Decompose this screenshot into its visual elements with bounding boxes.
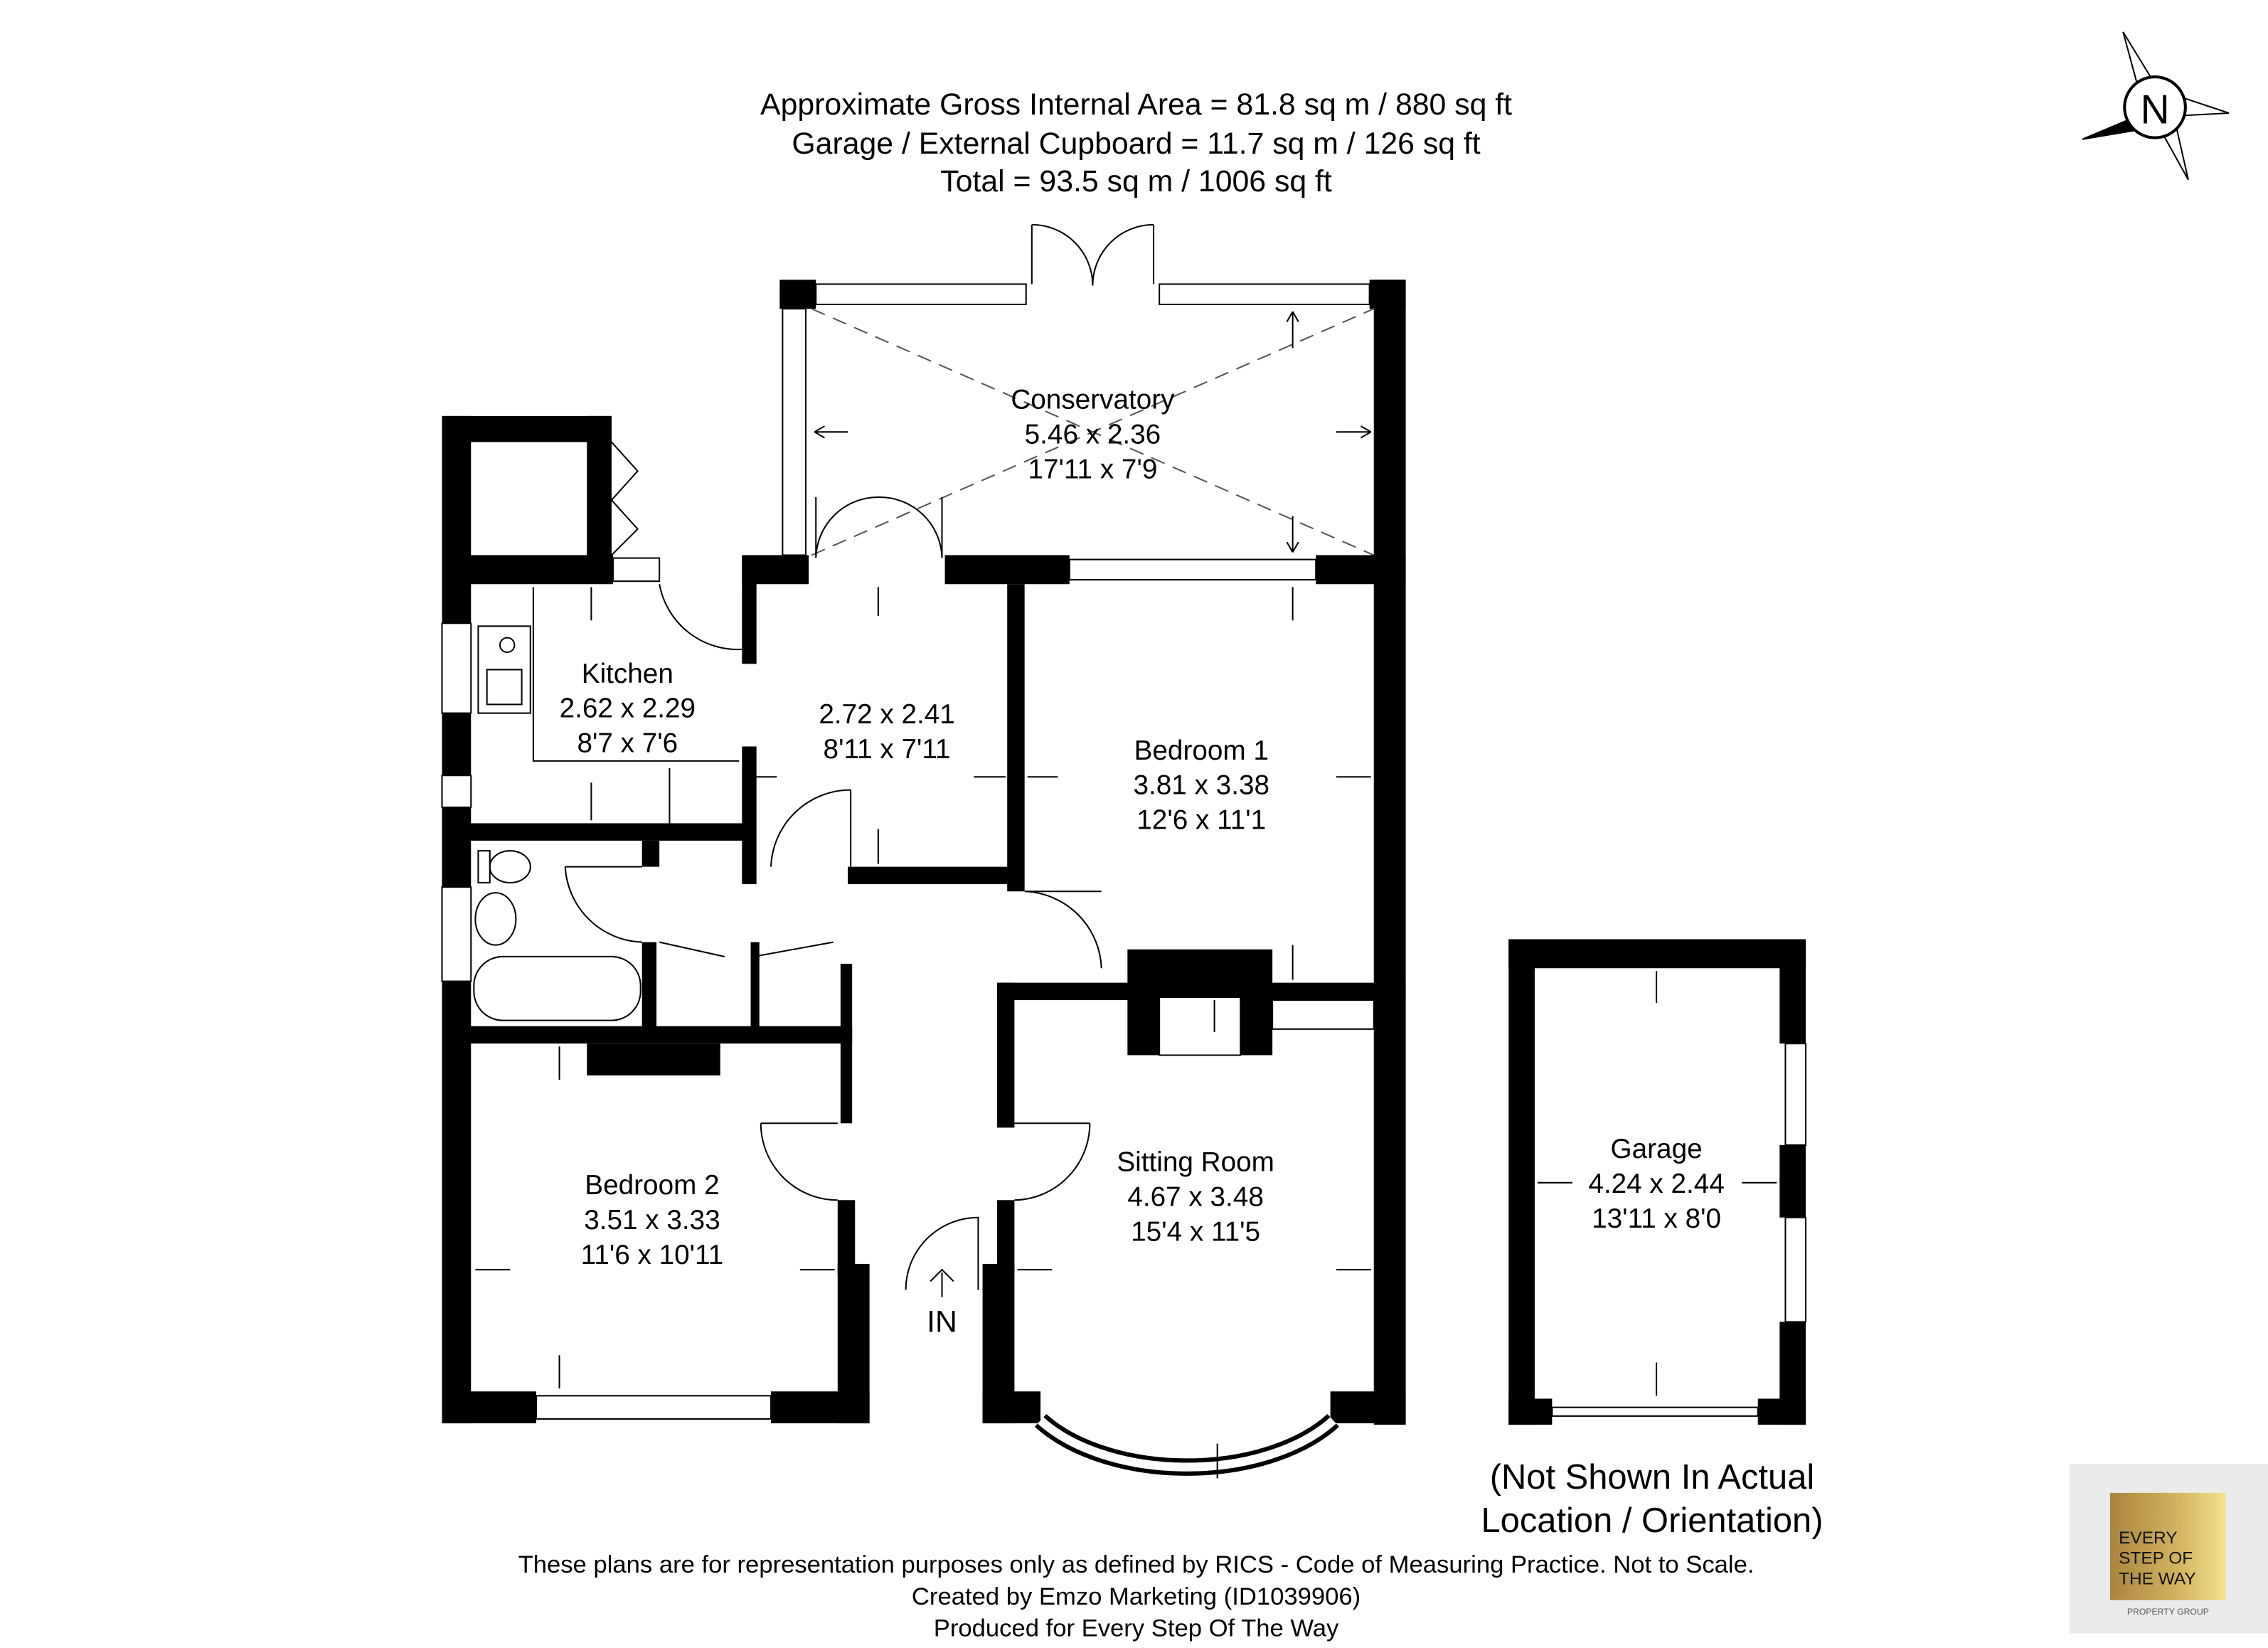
- dining-area: 2.72 x 2.41 8'11 x 7'11: [819, 699, 955, 765]
- garage-note-line1: (Not Shown In Actual: [1490, 1458, 1815, 1497]
- entrance-label: IN: [927, 1305, 957, 1339]
- conservatory-metric: 5.46 x 2.36: [1025, 420, 1161, 450]
- disclaimer: These plans are for representation purpo…: [518, 1551, 1755, 1642]
- garage-name: Garage: [1611, 1134, 1703, 1164]
- kitchen-imperial: 8'7 x 7'6: [577, 728, 678, 759]
- disclaimer-line3: Produced for Every Step Of The Way: [934, 1615, 1339, 1642]
- logo-line3: THE WAY: [2119, 1569, 2196, 1588]
- bedroom2-metric: 3.51 x 3.33: [584, 1205, 720, 1235]
- disclaimer-line1: These plans are for representation purpo…: [518, 1551, 1755, 1578]
- garage-imperial: 13'11 x 8'0: [1592, 1203, 1721, 1234]
- gross-internal-area: Approximate Gross Internal Area = 81.8 s…: [760, 87, 1512, 122]
- dining-imperial: 8'11 x 7'11: [824, 734, 951, 765]
- logo-sub: PROPERTY GROUP: [2127, 1607, 2209, 1617]
- garage: Garage 4.24 x 2.44 13'11 x 8'0: [1508, 939, 1806, 1425]
- bedroom-2: Bedroom 2 3.51 x 3.33 11'6 x 10'11: [581, 1170, 724, 1270]
- bedroom-1: Bedroom 1 3.81 x 3.38 12'6 x 11'1: [1133, 735, 1269, 836]
- kitchen: Kitchen 2.62 x 2.29 8'7 x 7'6: [560, 659, 696, 759]
- area-summary: Approximate Gross Internal Area = 81.8 s…: [760, 87, 1512, 198]
- garage-area: Garage / External Cupboard = 11.7 sq m /…: [792, 127, 1480, 161]
- bedroom2-imperial: 11'6 x 10'11: [581, 1240, 724, 1270]
- sitting-imperial: 15'4 x 11'5: [1131, 1216, 1260, 1247]
- sitting-metric: 4.67 x 3.48: [1127, 1181, 1264, 1212]
- conservatory-imperial: 17'11 x 7'9: [1028, 454, 1157, 485]
- sitting-name: Sitting Room: [1117, 1147, 1274, 1178]
- walls: [441, 280, 1406, 1476]
- bedroom1-name: Bedroom 1: [1134, 735, 1269, 766]
- garage-note-line2: Location / Orientation): [1481, 1501, 1823, 1540]
- doors-fixtures: [473, 441, 1375, 1479]
- conservatory-name: Conservatory: [1011, 385, 1175, 415]
- bedroom1-metric: 3.81 x 3.38: [1133, 770, 1269, 801]
- dining-metric: 2.72 x 2.41: [819, 699, 955, 730]
- bedroom2-name: Bedroom 2: [585, 1170, 719, 1201]
- bedroom1-imperial: 12'6 x 11'1: [1136, 805, 1266, 836]
- every-step-of-the-way-logo: EVERY STEP OF THE WAY PROPERTY GROUP: [2069, 1464, 2268, 1634]
- north-compass-icon: N: [2082, 31, 2230, 181]
- compass-north-label: N: [2140, 87, 2169, 132]
- kitchen-name: Kitchen: [582, 659, 674, 689]
- kitchen-metric: 2.62 x 2.29: [560, 693, 696, 724]
- conservatory: Conservatory 5.46 x 2.36 17'11 x 7'9: [779, 223, 1406, 556]
- total-area: Total = 93.5 sq m / 1006 sq ft: [940, 164, 1332, 198]
- disclaimer-line2: Created by Emzo Marketing (ID1039906): [912, 1583, 1361, 1610]
- sitting-room: Sitting Room 4.67 x 3.48 15'4 x 11'5: [1117, 1147, 1274, 1248]
- logo-line1: EVERY: [2119, 1529, 2177, 1548]
- logo-line2: STEP OF: [2119, 1549, 2193, 1568]
- garage-metric: 4.24 x 2.44: [1588, 1169, 1725, 1199]
